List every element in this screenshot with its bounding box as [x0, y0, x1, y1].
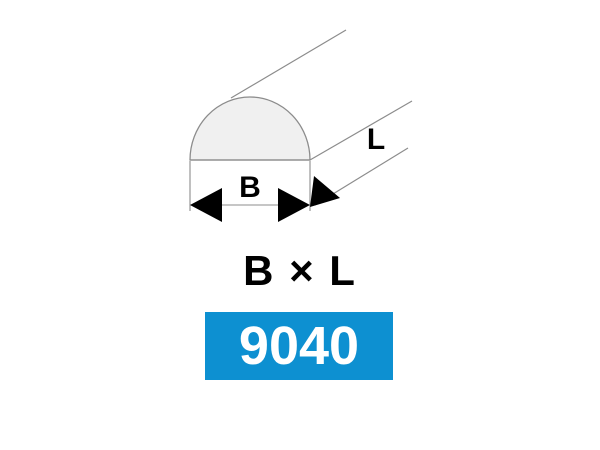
- dimension-label-b: B: [239, 171, 261, 204]
- extrusion-line-top: [230, 29, 347, 99]
- product-code-badge: 9040: [205, 312, 393, 380]
- extrusion-line-bottom: [309, 100, 413, 161]
- half-round-profile-shape: [189, 96, 311, 161]
- product-code-value: 9040: [238, 316, 360, 376]
- formula-label: B × L: [243, 247, 357, 294]
- arrow-leader-icon: [310, 176, 340, 207]
- dimension-label-l: L: [367, 123, 385, 156]
- arrow-left-icon: [190, 188, 222, 222]
- arrow-right-icon: [278, 188, 310, 222]
